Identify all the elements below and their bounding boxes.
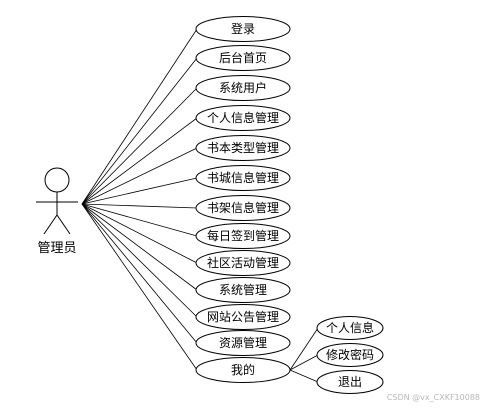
sub-association-lines — [289, 327, 319, 383]
use-case-label: 网站公告管理 — [207, 309, 279, 324]
actor-right-leg — [56, 214, 71, 235]
association-line — [81, 203, 198, 237]
actor-label: 管理员 — [37, 241, 76, 256]
use-case-ellipse — [195, 135, 291, 161]
use-case-ellipse — [195, 16, 291, 42]
use-case-ellipse — [195, 330, 291, 356]
sub-use-case[interactable]: 个人信息 — [316, 316, 384, 340]
use-case-ellipse — [195, 304, 291, 330]
use-case-label: 每日签到管理 — [207, 228, 279, 243]
use-case-ellipse — [195, 223, 291, 249]
association-line — [81, 28, 198, 205]
association-line — [81, 203, 198, 264]
association-line — [81, 203, 198, 318]
use-case[interactable]: 资源管理 — [195, 330, 291, 356]
use-case-label: 后台首页 — [219, 50, 267, 65]
association-line — [81, 203, 198, 371]
watermark: CSDN @vx_CXKF10088 — [387, 393, 480, 402]
use-case-ellipse — [195, 277, 291, 303]
actor-left-leg — [43, 214, 58, 235]
sub-use-case-label: 退出 — [338, 375, 362, 389]
use-case[interactable]: 书架信息管理 — [195, 195, 291, 221]
use-case[interactable]: 书本类型管理 — [195, 135, 291, 161]
use-case-label: 个人信息管理 — [207, 110, 279, 125]
association-line — [81, 177, 198, 205]
sub-use-case-ellipse — [316, 370, 384, 394]
sub-use-case[interactable]: 退出 — [316, 370, 384, 394]
use-case[interactable]: 系统用户 — [195, 75, 291, 101]
association-line — [81, 87, 198, 205]
use-case[interactable]: 系统管理 — [195, 277, 291, 303]
association-line — [81, 203, 198, 344]
use-case-ellipse — [195, 357, 291, 383]
sub-use-case-ellipse — [316, 316, 384, 340]
use-case-label: 系统用户 — [219, 80, 267, 95]
use-case[interactable]: 后台首页 — [195, 45, 291, 71]
association-line — [81, 203, 198, 291]
use-case[interactable]: 书城信息管理 — [195, 165, 291, 191]
association-line — [81, 147, 198, 205]
association-lines — [81, 28, 198, 371]
use-case-label: 我的 — [231, 362, 255, 377]
sub-use-case-ellipse — [316, 343, 384, 367]
use-case-label: 系统管理 — [219, 282, 267, 297]
sub-association-line — [289, 327, 319, 371]
use-case-ellipse — [195, 165, 291, 191]
use-case-label: 书架信息管理 — [207, 200, 279, 215]
sub-use-case-label: 个人信息 — [326, 320, 374, 335]
sub-association-line — [289, 354, 319, 371]
sub-association-line — [289, 369, 319, 383]
actor: 管理员 — [36, 167, 78, 256]
use-case-ellipse — [195, 250, 291, 276]
use-case[interactable]: 我的 — [195, 357, 291, 383]
sub-use-case[interactable]: 修改密码 — [316, 343, 384, 367]
use-case[interactable]: 个人信息管理 — [195, 105, 291, 131]
use-case[interactable]: 网站公告管理 — [195, 304, 291, 330]
use-case-label: 社区活动管理 — [207, 255, 279, 270]
sub-use-case-label: 修改密码 — [326, 347, 374, 362]
use-case-label: 资源管理 — [219, 335, 267, 350]
association-line — [81, 203, 198, 209]
use-case-label: 书城信息管理 — [207, 170, 279, 185]
use-case-ellipse — [195, 45, 291, 71]
use-case-label: 登录 — [231, 21, 255, 36]
use-case-ellipse — [195, 195, 291, 221]
association-line — [81, 57, 198, 205]
association-line — [81, 117, 198, 205]
use-case-list: 登录后台首页系统用户个人信息管理书本类型管理书城信息管理书架信息管理每日签到管理… — [195, 16, 291, 383]
use-case-ellipse — [195, 105, 291, 131]
use-case[interactable]: 每日签到管理 — [195, 223, 291, 249]
actor-head — [44, 167, 70, 193]
use-case[interactable]: 社区活动管理 — [195, 250, 291, 276]
use-case-ellipse — [195, 75, 291, 101]
use-case[interactable]: 登录 — [195, 16, 291, 42]
use-case-label: 书本类型管理 — [207, 140, 279, 155]
